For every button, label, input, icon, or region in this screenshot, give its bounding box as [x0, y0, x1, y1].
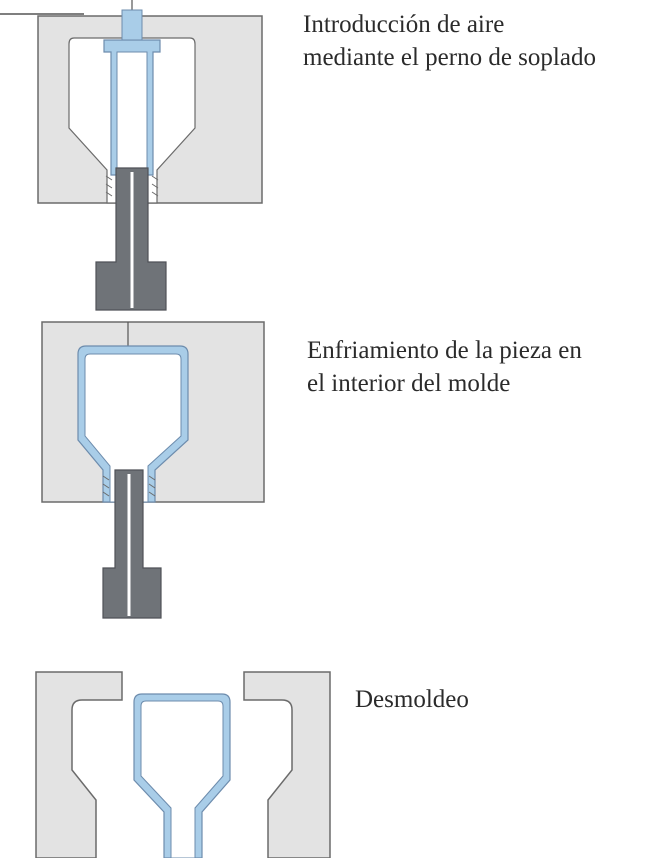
blown-part-inner-2	[84, 353, 182, 503]
neck-threads-2	[102, 475, 156, 497]
caption-3-line-1: Desmoldeo	[355, 686, 469, 713]
parison-inner-1	[116, 51, 148, 176]
stage-cooling	[41, 321, 265, 619]
mold-half-left-3	[35, 671, 123, 858]
stage-air-introduction	[0, 0, 263, 311]
caption-air-introduction: Introducción de aire mediante el perno d…	[303, 8, 596, 74]
caption-demolding: Desmoldeo	[355, 683, 469, 716]
mold-half-right-3	[243, 671, 331, 858]
caption-2-line-2: el interior del molde	[307, 370, 511, 397]
caption-1-line-2: mediante el perno de soplado	[303, 44, 596, 71]
neck-threads-1	[105, 175, 159, 197]
ejected-part-inner-3	[140, 700, 224, 858]
caption-2-line-1: Enfriamiento de la pieza en	[307, 337, 582, 364]
caption-cooling: Enfriamiento de la pieza en el interior …	[307, 334, 582, 400]
air-inlet-1	[121, 9, 143, 41]
caption-1-line-1: Introducción de aire	[303, 11, 505, 38]
stage-demolding	[35, 671, 331, 858]
blow-pin-2	[102, 469, 162, 619]
